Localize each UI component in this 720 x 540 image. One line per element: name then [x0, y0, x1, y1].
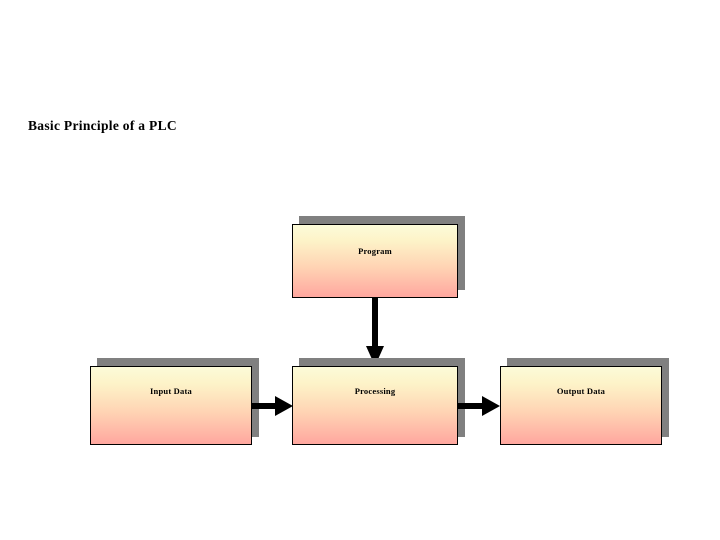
flow-node-label-input-data: Input Data — [150, 386, 192, 396]
arrow-shaft — [458, 403, 484, 409]
node-body[interactable]: Program — [292, 224, 458, 298]
flow-node-input-data[interactable]: Input Data — [90, 358, 259, 445]
flow-node-label-program: Program — [358, 246, 392, 256]
arrow-processing-to-output — [458, 395, 502, 417]
flow-node-processing[interactable]: Processing — [292, 358, 465, 445]
node-body[interactable]: Processing — [292, 366, 458, 445]
page-title: Basic Principle of a PLC — [28, 118, 177, 133]
flow-node-label-output-data: Output Data — [556, 386, 606, 396]
arrow-shaft — [372, 298, 378, 348]
arrow-shaft — [252, 403, 277, 409]
flow-node-label-processing: Processing — [354, 386, 396, 396]
flow-node-output-data[interactable]: Output Data — [500, 358, 669, 445]
node-body[interactable]: Output Data — [500, 366, 662, 445]
arrow-program-to-processing — [364, 298, 386, 366]
arrow-head-right-icon — [482, 396, 500, 416]
node-body[interactable]: Input Data — [90, 366, 252, 445]
arrow-input-to-processing — [252, 395, 294, 417]
flow-node-program[interactable]: Program — [292, 216, 465, 298]
arrow-head-right-icon — [275, 396, 293, 416]
